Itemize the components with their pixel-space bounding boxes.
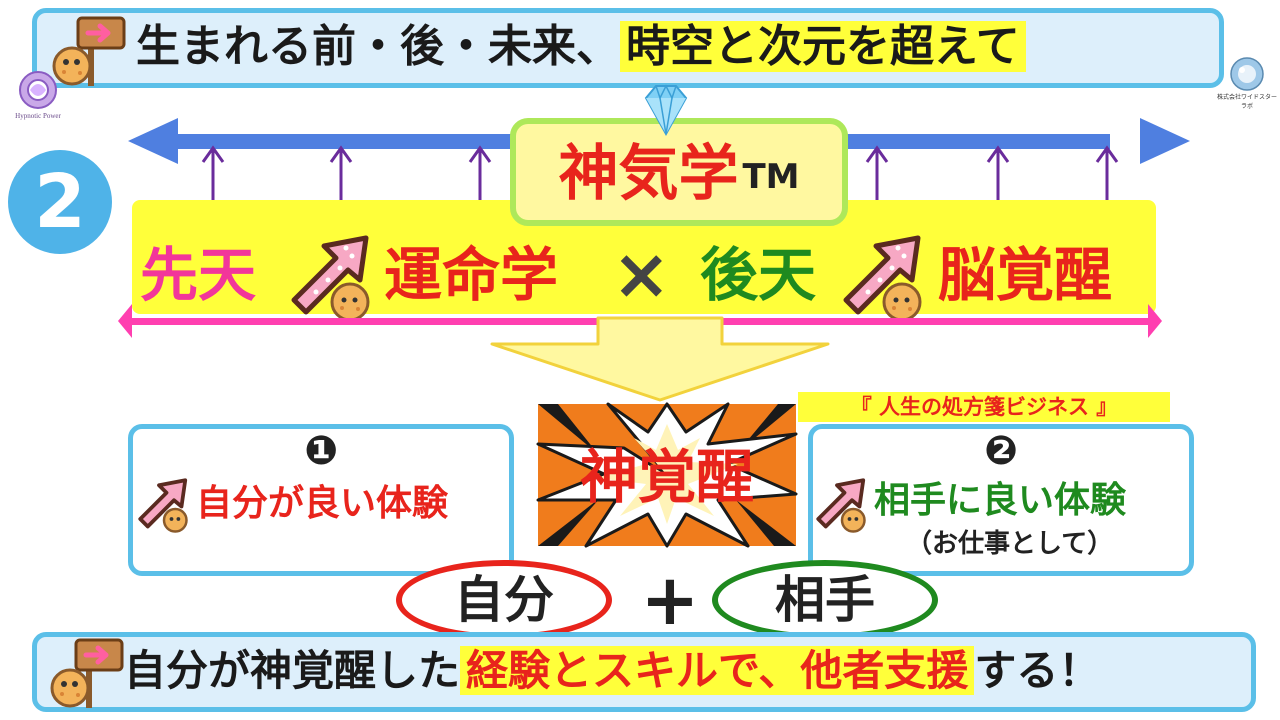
pink-up-arrow-icon <box>284 228 380 324</box>
combine-operator: + <box>640 559 700 641</box>
formula-left-a: 先天 <box>140 241 257 309</box>
core-title-text: 神気学 <box>558 139 739 209</box>
bottom-banner-text-plain: 自分が神覚醒した <box>124 646 461 695</box>
right-box-text: 相手に良い体験 <box>874 480 1127 521</box>
step-number-badge <box>8 150 112 254</box>
center-result-label: 神覚醒 <box>579 443 754 511</box>
hypnotic-power-logo: Hypnotic Power <box>10 70 66 130</box>
result-subtitle: 『 人生の処方箋ビジネス 』 <box>798 392 1170 422</box>
widestar-lab-logo: 株式会社ワイドスターラボ <box>1217 56 1277 110</box>
core-box <box>510 118 848 226</box>
bottom-banner-text: 自分が神覚醒した経験とスキルで、他者支援する！ <box>124 640 1100 702</box>
yellow-down-arrow <box>490 316 830 402</box>
left-box-text: 自分が良い体験 <box>196 483 449 524</box>
formula-right-b: 脳覚醒 <box>938 241 1113 309</box>
bottom-banner-text-highlight: 経験とスキルで、他者支援 <box>460 646 975 695</box>
pink-up-arrow-icon <box>134 474 194 534</box>
signpost-mascot-icon <box>50 10 130 90</box>
top-banner-text-plain: 生まれる前・後・未来、 <box>136 21 620 72</box>
right-box-subtext: （お仕事として） <box>906 529 1114 559</box>
hypnotic-power-caption: Hypnotic Power <box>15 112 61 120</box>
signpost-mascot-icon <box>48 632 128 712</box>
left-box-number: ❶ <box>304 428 338 474</box>
widestar-lab-caption: 株式会社ワイドスターラボ <box>1216 94 1277 110</box>
diamond-icon <box>638 84 694 137</box>
formula-left-b: 運命学 <box>384 241 559 309</box>
formula-right-a: 後天 <box>700 241 817 309</box>
pink-up-arrow-icon <box>812 474 872 534</box>
formula-operator: × <box>612 233 671 315</box>
top-banner-text-highlight: 時空と次元を超えて <box>620 21 1026 72</box>
burst-panel <box>536 402 798 548</box>
bottom-banner <box>32 632 1256 712</box>
bottom-banner-text-end: する！ <box>974 646 1101 695</box>
pink-up-arrow-icon <box>836 228 932 324</box>
right-box-number: ❷ <box>984 428 1018 474</box>
combine-right: 相手 <box>775 571 875 629</box>
left-experience-box <box>128 424 514 576</box>
core-tm: TM <box>742 157 800 197</box>
combine-left: 自分 <box>454 571 554 629</box>
top-banner-text: 生まれる前・後・未来、時空と次元を超えて <box>136 16 1026 78</box>
right-experience-box <box>808 424 1194 576</box>
step-number: 2 <box>34 159 86 245</box>
